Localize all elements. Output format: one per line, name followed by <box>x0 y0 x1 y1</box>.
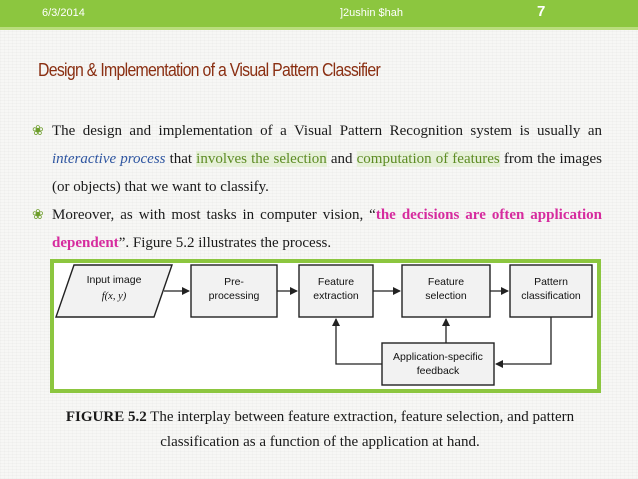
feature-selection-label-2: selection <box>425 290 467 302</box>
feature-selection-node: Feature selection <box>401 264 491 318</box>
arrow-feedback-to-extraction <box>332 318 382 365</box>
paragraph-text: that <box>165 151 197 167</box>
highlight-computation-of-features: computation of features <box>356 151 500 167</box>
slide-page-number: 7 <box>537 3 546 20</box>
pipeline-diagram: Input image f(x, y) Pre- processing Feat… <box>55 264 593 386</box>
slide-header-bar: 6/3/2014 ]2ushin $hah 7 <box>0 0 638 27</box>
pattern-classification-label-1: Pattern <box>534 276 568 288</box>
feature-selection-label-1: Feature <box>428 276 464 288</box>
paragraph-text: ”. Figure 5.2 illustrates the process. <box>118 235 332 251</box>
paragraph-text: Moreover, as with most tasks in computer… <box>52 207 376 223</box>
feature-extraction-node: Feature extraction <box>298 264 374 318</box>
header-underline <box>0 27 638 30</box>
highlight-interactive-process: interactive process <box>52 151 166 167</box>
slide-date: 6/3/2014 <box>42 7 85 19</box>
input-image-node: Input image f(x, y) <box>55 264 173 318</box>
figure-diagram: Input image f(x, y) Pre- processing Feat… <box>50 259 601 393</box>
preprocessing-node: Pre- processing <box>190 264 278 318</box>
preprocessing-label-2: processing <box>209 290 260 302</box>
pattern-classification-node: Pattern classification <box>509 264 593 318</box>
highlight-decisions-application-dependent: the decisions are often application depe… <box>52 207 602 251</box>
slide-body: ❀ The design and implementation of a Vis… <box>32 117 602 257</box>
figure-caption-text: The interplay between feature extraction… <box>146 409 575 450</box>
feedback-label-1: Application-specific <box>393 351 483 363</box>
feedback-label-2: feedback <box>417 365 460 377</box>
input-label: Input image <box>87 274 142 286</box>
arrow-classification-to-feedback <box>495 317 552 368</box>
preprocessing-label-1: Pre- <box>224 276 244 288</box>
figure-caption: FIGURE 5.2 The interplay between feature… <box>40 405 600 455</box>
slide-author: ]2ushin $hah <box>340 7 403 19</box>
bullet-paragraph-1: ❀ The design and implementation of a Vis… <box>32 117 602 201</box>
pattern-classification-label-2: classification <box>521 290 581 302</box>
flower-bullet-icon: ❀ <box>32 207 44 223</box>
feedback-node: Application-specific feedback <box>381 342 495 386</box>
flower-bullet-icon: ❀ <box>32 123 44 139</box>
feature-extraction-label-2: extraction <box>313 290 359 302</box>
input-formula: f(x, y) <box>102 291 127 302</box>
paragraph-text: from the images (or objects) that we wan… <box>52 151 602 195</box>
paragraph-text: and <box>326 151 357 167</box>
bullet-paragraph-2: ❀ Moreover, as with most tasks in comput… <box>32 201 602 257</box>
highlight-involves-selection: involves the selection <box>196 151 327 167</box>
figure-caption-label: FIGURE 5.2 <box>65 409 147 425</box>
slide-title: Design & Implementation of a Visual Patt… <box>38 60 381 80</box>
feature-extraction-label-1: Feature <box>318 276 354 288</box>
paragraph-text: The design and implementation of a Visua… <box>52 123 602 139</box>
